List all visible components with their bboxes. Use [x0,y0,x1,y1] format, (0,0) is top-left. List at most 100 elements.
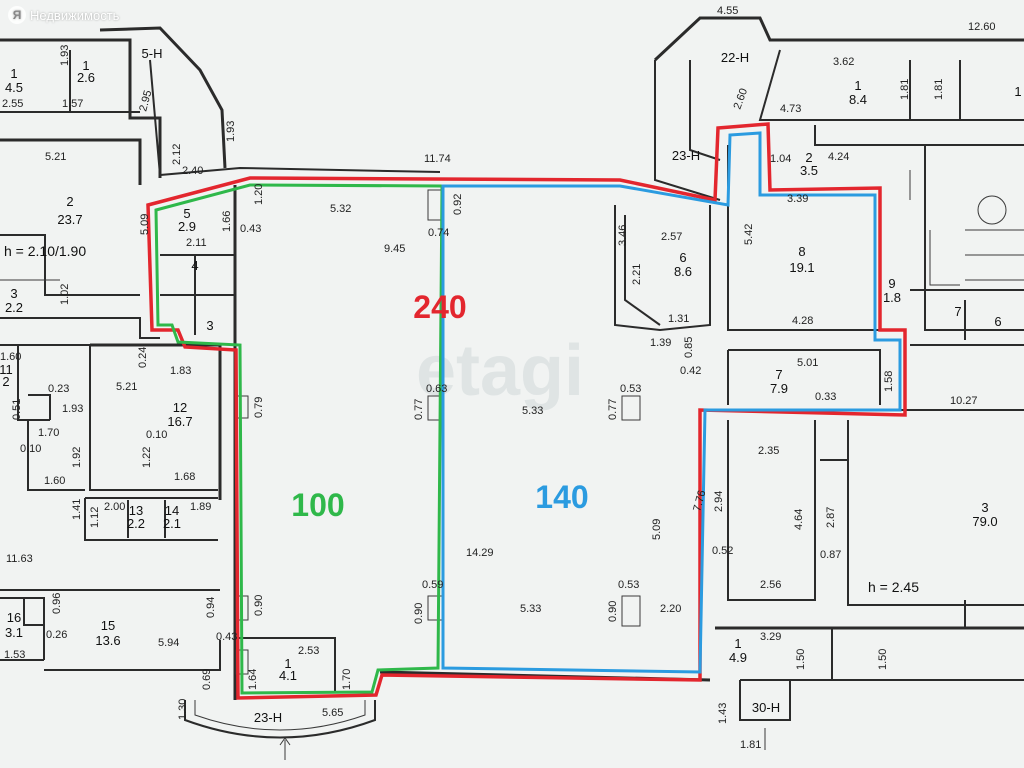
room-number: 23-Н [254,710,282,725]
zone-total-label: 240 [413,289,466,325]
dimension-label: 0.10 [146,429,167,441]
dimension-label: 1.20 [253,184,265,205]
room-number: 1 [734,636,741,651]
dimension-label: 0.74 [428,227,449,239]
dimension-label: 7.76 [691,489,708,513]
room-number: 9 [888,276,895,291]
dimension-label: 11.74 [424,153,451,165]
room-number: 1 [10,66,17,81]
room-area: 8.4 [849,92,867,107]
zone-right-label: 140 [535,479,588,515]
room-number: 1 [82,58,89,73]
room-number: 2 [66,194,73,209]
dimension-label: 0.79 [253,397,265,418]
dimension-label: 0.90 [607,601,619,622]
room-number: 8 [798,244,805,259]
zone-total-outline [146,122,907,700]
dimension-label: 1.64 [247,669,259,690]
dimension-label: 10.27 [950,395,978,407]
dimension-label: 1.81 [899,79,911,100]
dimension-label: 4.64 [793,509,805,530]
room-number: 30-Н [752,700,780,715]
dimension-label: 1.58 [883,371,895,392]
dimension-label: 0.96 [51,593,63,614]
dimension-label: 1.93 [62,403,83,415]
dimension-label: 1.22 [141,447,153,468]
room-area: 7.9 [770,381,788,396]
room-area: 2.1 [163,516,181,531]
door-marks [279,728,766,760]
dimension-label: 5.21 [116,381,137,393]
room-area: 2.6 [77,70,95,85]
dimension-label: 2.20 [660,603,681,615]
dimension-label: 1.50 [877,649,889,670]
dimension-label: 3.39 [787,193,808,205]
dimension-label: 1.50 [795,649,807,670]
room-area: 2.2 [127,516,145,531]
room-area: 1.8 [883,290,901,305]
room-number: 13 [129,503,143,518]
dimension-label: 3.29 [760,631,781,643]
dimension-label: 0.33 [815,391,836,403]
room-number: 2 [805,150,812,165]
yandex-logo-icon: Я [8,6,26,24]
room-area: 2.9 [178,219,196,234]
dimension-label: 0.24 [137,347,149,368]
room-number: 5-Н [142,46,163,61]
dimension-label: 3.46 [617,225,629,246]
dimension-label: 5.09 [139,214,151,235]
room-area: 4.9 [729,650,747,665]
dimension-label: 14.29 [466,547,494,559]
dimension-label: 0.43 [240,223,261,235]
dimension-label: 2.00 [104,501,125,513]
dimension-label: 4.24 [828,151,849,163]
dimension-label: 1.81 [740,739,761,751]
dimension-label: 4.73 [780,103,801,115]
dimension-label: 2.21 [631,264,643,285]
dimension-label: 0.59 [422,579,443,591]
room-area: 3.1 [5,625,23,640]
dimension-label: 2.55 [2,98,23,110]
dimension-label: 5.33 [520,603,541,615]
dimension-label: 0.52 [712,545,733,557]
dimension-label: 0.90 [413,603,425,624]
dimension-label: 1.41 [71,499,83,520]
height-note: h = 2.10/1.90 [4,243,86,259]
dimension-labels: 4.55 12.60 2.55 1.57 1.93 2.95 2.12 1.93… [0,5,996,751]
dimension-label: 0.63 [426,383,447,395]
dimension-label: 5.01 [797,357,818,369]
room-number: 3 [10,286,17,301]
room-number: 7 [775,367,782,382]
dimension-label: 1.89 [190,501,211,513]
dimension-label: 11.63 [6,553,33,565]
room-number: 16 [7,610,21,625]
dimension-label: 1.39 [650,337,671,349]
dimension-label: 0.51 [11,399,23,420]
dimension-label: 0.10 [20,443,41,455]
dimension-label: 5.65 [322,707,343,719]
dimension-label: 1.30 [177,699,189,720]
room-area: 8.6 [674,264,692,279]
room-number: 4 [191,258,198,273]
walls-right [653,16,1024,721]
dimension-label: 1.43 [717,703,729,724]
dimension-label: 1.12 [89,507,101,528]
dimension-label: 5.33 [522,405,543,417]
dimension-label: 0.90 [253,595,265,616]
dimension-label: 0.85 [683,337,695,358]
dimension-label: 1.93 [59,45,71,66]
room-number: 7 [954,304,961,319]
dimension-label: 5.32 [330,203,351,215]
dimension-label: 0.92 [452,194,464,215]
dimension-label: 1.83 [170,365,191,377]
room-number: 15 [101,618,115,633]
dimension-label: 9.45 [384,243,405,255]
room-area: 4.5 [5,80,23,95]
dimension-label: 2.35 [758,445,779,457]
dimension-label: 2.60 [732,87,751,111]
room-number: 12 [173,400,187,415]
dimension-label: 1.02 [59,284,71,305]
brand-watermark: Я Недвижимость [8,6,119,24]
dimension-label: 1.70 [341,669,353,690]
